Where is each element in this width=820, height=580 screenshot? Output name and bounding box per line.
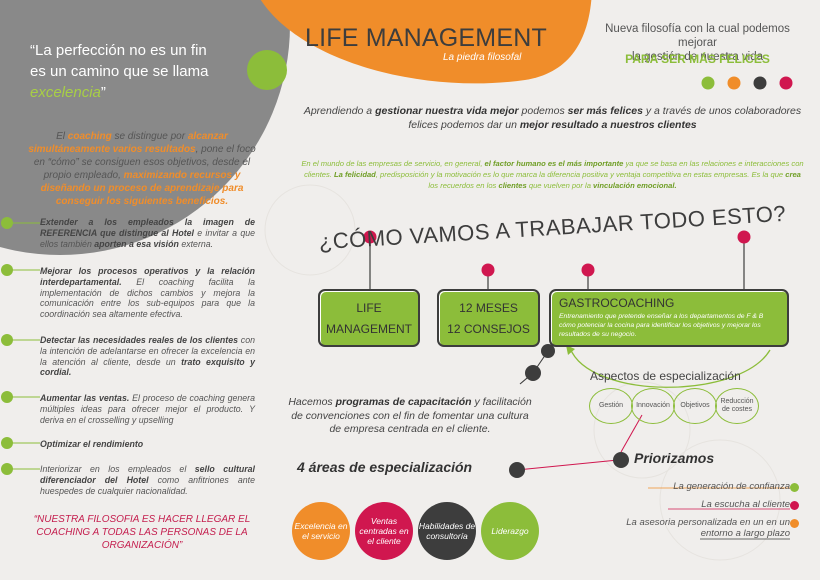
philosophy-intro-line-1: Nueva filosofía con la cual podemos mejo…	[605, 23, 790, 49]
lead-text: y a través de unos colaboradores felices…	[408, 105, 802, 131]
programs-text: Hacemos	[288, 396, 336, 408]
area-ventas: Ventas centradas en el cliente	[355, 502, 413, 560]
quote-line-2: es un camino que se llama	[30, 63, 209, 80]
dot-green	[701, 76, 715, 90]
quote-close: ”	[100, 84, 106, 101]
main-question: ¿CÓMO VAMOS A TRABAJAR TODO ESTO?	[318, 200, 787, 255]
box-label: 12 MESES	[459, 301, 518, 315]
gastrocoaching-description: Entrenamiento que pretende enseñar a los…	[559, 313, 764, 338]
coaching-text: , pone el foco en “cómo” se consiguen es…	[33, 144, 256, 181]
coaching-paragraph: El coaching se distingue por alcanzar si…	[22, 130, 262, 208]
quote-highlight: excelencia	[30, 84, 101, 101]
life-management-box[interactable]: LIFE MANAGEMENT	[318, 289, 420, 347]
green-text: que vuelven por la	[526, 181, 594, 190]
coaching-text: El	[56, 131, 68, 142]
box-label: LIFE	[356, 301, 382, 315]
area-excelencia: Excelencia en el servicio	[292, 502, 350, 560]
human-factor-paragraph: En el mundo de las empresas de servicio,…	[300, 158, 805, 191]
programs-paragraph: Hacemos programas de capacitación y faci…	[285, 396, 535, 437]
philosophy-statement: “NUESTRA FILOSOFIA ES HACER LLEGAR EL CO…	[33, 514, 251, 551]
programs-bold: programas de capacitación	[335, 396, 472, 408]
priority-item: La escucha al cliente	[701, 499, 790, 510]
quote-block: “La perfección no es un fin es un camino…	[30, 40, 245, 103]
lead-text: Aprendiendo a	[303, 105, 376, 117]
benefit-item: Optimizar el rendimiento	[40, 439, 144, 449]
green-text: , predisposición y la motivación es lo q…	[375, 170, 786, 179]
page-title: LIFE MANAGEMENT	[305, 24, 547, 52]
benefit-bullet	[1, 463, 13, 475]
quote-line-1: “La perfección no es un fin	[30, 42, 207, 59]
aspect-objetivos: Objetivos	[673, 388, 717, 424]
aspect-innovacion: Innovación	[631, 388, 675, 424]
box-label: MANAGEMENT	[325, 322, 412, 336]
green-text: los recuerdos en los	[428, 181, 499, 190]
benefit-bullet	[1, 391, 13, 403]
green-text: ya que se basa en las relaciones e inter…	[304, 159, 804, 179]
dot-orange	[727, 76, 741, 90]
philosophy-highlight: PARA SER MÁS FELICES	[625, 52, 770, 66]
coaching-highlight: alcanzar simultáneamente varios resultad…	[28, 131, 228, 155]
area-liderazgo: Liderazgo	[481, 502, 539, 560]
benefit-item: Aumentar las ventas. El proceso de coach…	[40, 393, 256, 425]
priority-bullet	[790, 501, 799, 510]
areas-title: 4 áreas de especialización	[297, 459, 473, 475]
green-bold: La felicidad	[334, 170, 376, 179]
programs-text: y facilitación de convenciones con el fi…	[291, 396, 532, 435]
benefit-bullet	[1, 437, 13, 449]
aspects-title: Aspectos de especialización	[590, 369, 741, 383]
lead-bold: mejor resultado a nuestros clientes	[519, 119, 697, 131]
benefit-item: Interiorizar en los empleados el sello c…	[40, 464, 256, 496]
green-bold: vinculación emocional.	[593, 181, 677, 190]
priority-item: La generación de confianza	[673, 481, 790, 492]
green-text: En el mundo de las empresas de servicio,…	[301, 159, 485, 168]
benefit-item: Extender a los empleados la imagen de RE…	[40, 217, 255, 249]
philosophy-intro: Nueva filosofía con la cual podemos mejo…	[585, 22, 810, 64]
lead-text: podemos	[518, 105, 568, 117]
benefit-item: Detectar las necesidades reales de los c…	[40, 335, 255, 378]
box-label: 12 CONSEJOS	[447, 322, 530, 336]
green-bold: clientes	[498, 181, 527, 190]
page-subtitle: La piedra filosofal	[443, 52, 522, 63]
green-bold: crea	[785, 170, 801, 179]
priority-bullet	[790, 519, 799, 528]
benefit-item: Mejorar los procesos operativos y la rel…	[40, 266, 255, 320]
benefit-bullet	[1, 334, 13, 346]
aspect-reduccion-costes: Reducción de costes	[715, 388, 759, 424]
gastrocoaching-title: GASTROCOACHING	[559, 296, 675, 310]
priority-item: La asesoria personalizada en un en un en…	[626, 517, 790, 539]
coaching-highlight: maximizando recursos y diseñando un proc…	[40, 170, 244, 207]
coaching-text: se distingue por	[111, 131, 188, 142]
aspect-gestion: Gestión	[589, 388, 633, 424]
lead-paragraph: Aprendiendo a gestionar nuestra vida mej…	[300, 104, 805, 132]
coaching-highlight: coaching	[67, 131, 112, 142]
dot-magenta	[779, 76, 793, 90]
gastrocoaching-box[interactable]: GASTROCOACHING Entrenamiento que pretend…	[549, 289, 789, 347]
lead-bold: ser más felices	[567, 105, 643, 117]
green-bold: el factor humano es el más importante	[484, 159, 624, 168]
priority-bullet	[790, 483, 799, 492]
benefit-bullet	[1, 264, 13, 276]
priorities-title: Priorizamos	[634, 450, 715, 466]
twelve-months-box[interactable]: 12 MESES 12 CONSEJOS	[437, 289, 540, 347]
area-habilidades: Habilidades de consultoría	[418, 502, 476, 560]
lead-bold: gestionar nuestra vida mejor	[375, 105, 519, 117]
dot-dark	[753, 76, 767, 90]
green-decor-circle	[247, 50, 287, 90]
philosophy-intro-line-2: la gestión de nuestra vida	[631, 51, 764, 63]
benefit-bullet	[1, 217, 13, 229]
